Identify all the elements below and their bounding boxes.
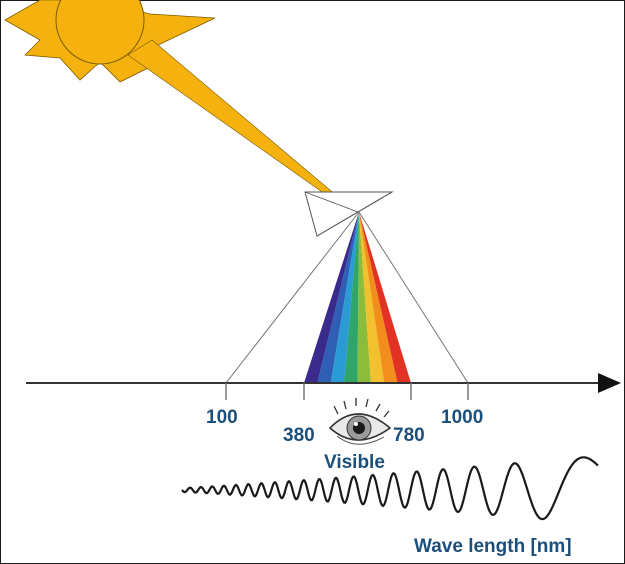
prism-icon (304, 191, 394, 237)
tick-label-1000: 1000 (441, 407, 484, 428)
spectrum-band (304, 212, 359, 383)
spectrum-band (344, 212, 359, 383)
spectrum-band (330, 212, 359, 383)
spectrum-band (317, 212, 359, 383)
spectrum-band (357, 212, 371, 383)
visible-spectrum (304, 212, 411, 383)
tick-label-380: 380 (283, 425, 315, 446)
arrow-head-icon (598, 373, 621, 393)
tick-label-780: 780 (393, 425, 425, 446)
light-beam (127, 39, 357, 214)
tick-label-100: 100 (206, 407, 238, 428)
wave-curve (181, 456, 599, 521)
eye-icon (328, 398, 392, 445)
ir-range-line (358, 211, 469, 384)
uv-range-line (225, 211, 360, 384)
wavelength-axis-label: Wave length [nm] (414, 536, 572, 557)
spectrum-band (359, 212, 411, 383)
visible-label: Visible (324, 452, 385, 473)
